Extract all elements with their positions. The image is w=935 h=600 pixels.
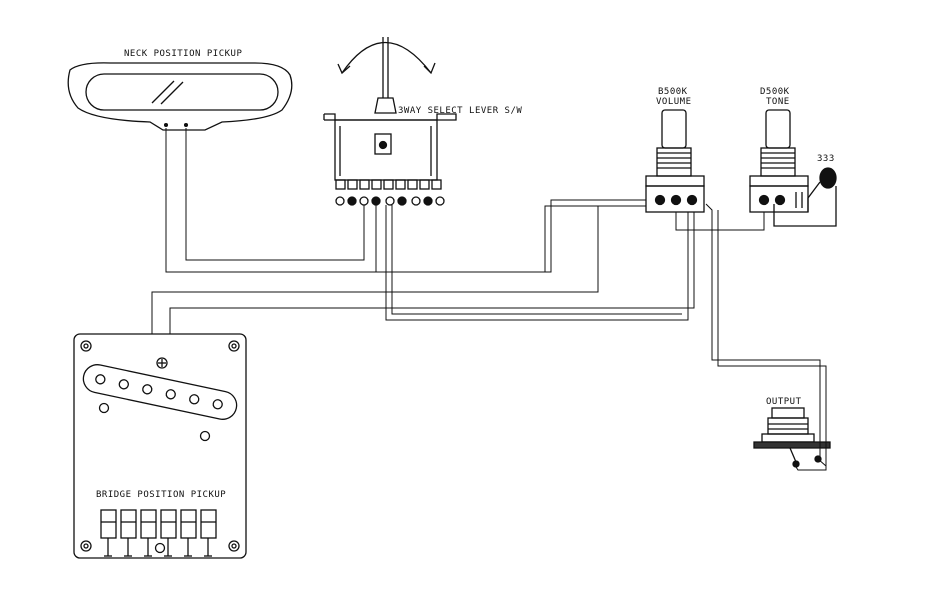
volume-name-label: VOLUME [656, 97, 692, 107]
tone-name-label: TONE [766, 97, 790, 107]
tone-pot [749, 109, 809, 213]
selector-switch-label: 3WAY SELECT LEVER S/W [398, 106, 523, 116]
bridge-pickup [73, 333, 247, 559]
wire-output-ground [717, 210, 827, 471]
wire-neck-hot [165, 128, 646, 273]
output-jack [753, 407, 831, 468]
wire-bridge-ground [169, 212, 695, 334]
volume-value-label: B500K [658, 87, 688, 97]
volume-pot [645, 109, 705, 213]
neck-pickup [67, 62, 293, 131]
tone-value-label: D500K [760, 87, 790, 97]
bridge-pickup-label: BRIDGE POSITION PICKUP [96, 490, 227, 500]
capacitor [773, 167, 837, 227]
wire-output-hot [705, 203, 821, 460]
wire-neck-ground [185, 128, 365, 261]
selector-switch [323, 37, 457, 206]
wire-switch-out [385, 205, 689, 321]
output-label: OUTPUT [766, 397, 802, 407]
wires [151, 128, 827, 471]
wire-bridge-hot [151, 205, 646, 334]
neck-pickup-label: NECK POSITION PICKUP [124, 49, 243, 59]
capacitor-label: 333 [817, 154, 835, 164]
wire-volume-tone [675, 212, 765, 231]
